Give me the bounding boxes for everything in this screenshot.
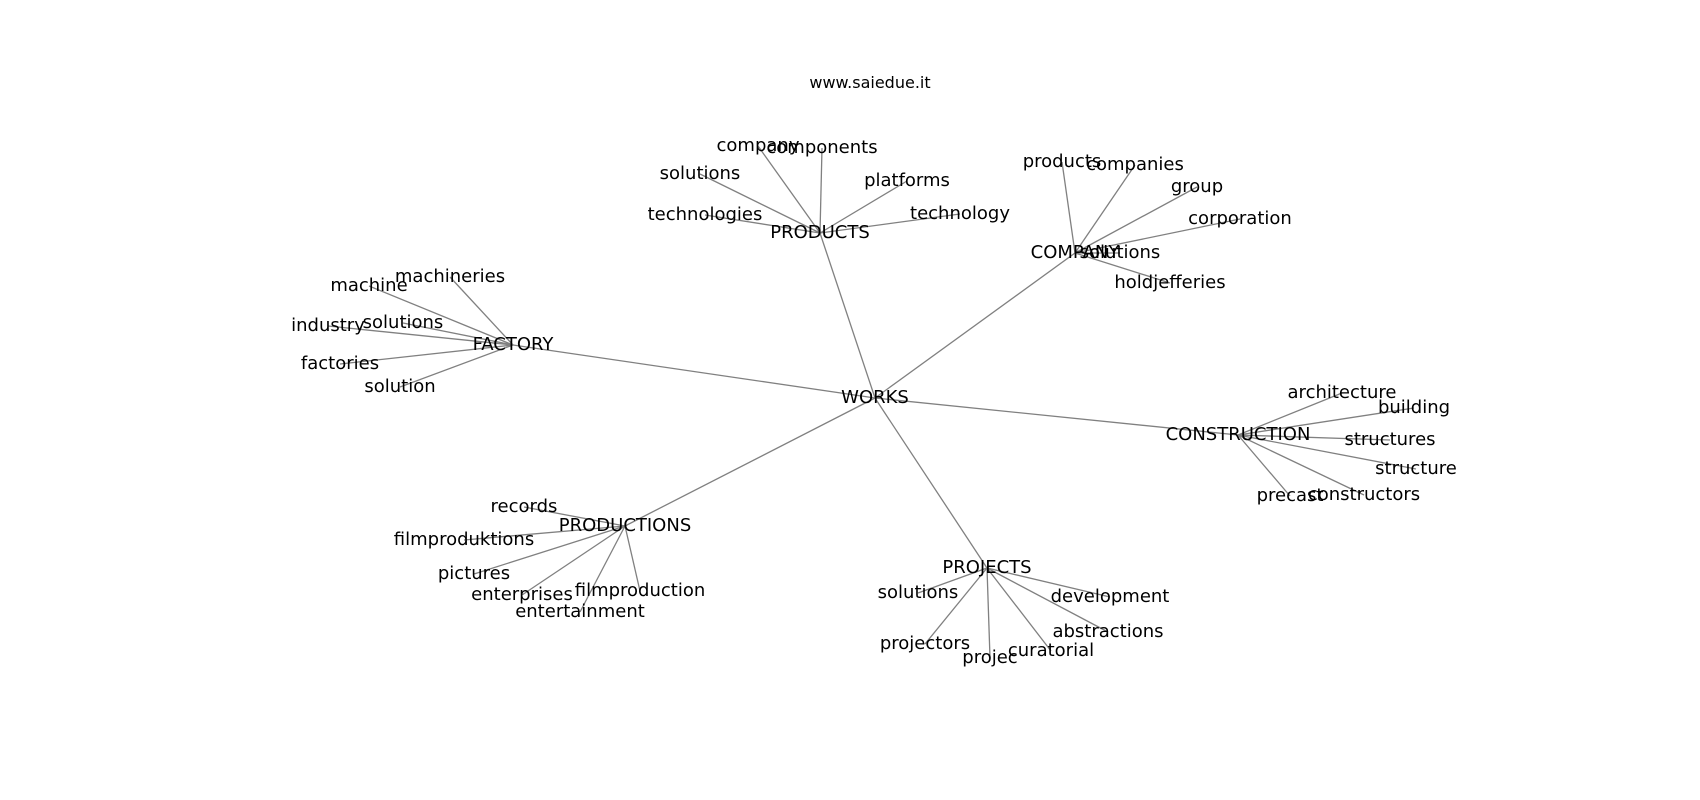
node-leaf-construction-precast: precast bbox=[1257, 485, 1324, 506]
node-hub-products: PRODUCTS bbox=[770, 222, 870, 243]
edge-construction-constructors bbox=[1237, 434, 1365, 496]
node-hub-productions: PRODUCTIONS bbox=[559, 515, 692, 536]
edge-company-products bbox=[1061, 161, 1076, 254]
edge-productions-filmproduction bbox=[624, 525, 641, 592]
edge-projects-projec bbox=[986, 567, 991, 659]
edge-projects-solutions bbox=[917, 567, 988, 594]
diagram-title: www.saiedue.it bbox=[809, 73, 930, 92]
node-leaf-company-companies: companies bbox=[1086, 154, 1184, 175]
edge-works-factory bbox=[512, 344, 876, 399]
node-hub-projects: PROJECTS bbox=[942, 557, 1031, 578]
node-leaf-construction-structures: structures bbox=[1344, 429, 1435, 450]
node-leaf-productions-entertainment: entertainment bbox=[515, 601, 645, 622]
edge-factory-solution bbox=[399, 344, 514, 388]
node-leaf-projects-projectors: projectors bbox=[880, 633, 970, 654]
edge-products-technology bbox=[819, 213, 961, 234]
node-leaf-construction-structure: structure bbox=[1375, 458, 1457, 479]
edge-projects-development bbox=[986, 567, 1111, 598]
edge-company-corporation bbox=[1074, 218, 1241, 254]
node-leaf-products-components: components bbox=[766, 137, 877, 158]
edge-projects-projectors bbox=[924, 567, 988, 645]
edge-productions-entertainment bbox=[579, 525, 626, 613]
node-leaf-productions-filmproduction: filmproduction bbox=[575, 580, 706, 601]
edge-company-holdjefferies bbox=[1074, 252, 1171, 284]
edge-products-platforms bbox=[819, 180, 908, 234]
edge-projects-curatorial bbox=[986, 567, 1052, 652]
node-leaf-products-platforms: platforms bbox=[864, 170, 950, 191]
node-leaf-projects-development: development bbox=[1051, 586, 1170, 607]
edge-projects-abstractions bbox=[986, 567, 1109, 633]
node-leaf-factory-machineries: machineries bbox=[395, 266, 505, 287]
node-leaf-construction-constructors: constructors bbox=[1308, 484, 1420, 505]
node-leaf-factory-factories: factories bbox=[301, 353, 379, 374]
edge-works-productions bbox=[624, 397, 876, 527]
node-leaf-company-holdjefferies: holdjefferies bbox=[1114, 272, 1225, 293]
edges-layer bbox=[327, 145, 1417, 659]
node-root-works: WORKS bbox=[841, 387, 909, 408]
edge-construction-precast bbox=[1237, 434, 1291, 497]
node-leaf-productions-enterprises: enterprises bbox=[471, 584, 573, 605]
node-hub-company: COMPANY bbox=[1031, 242, 1121, 263]
edge-works-company bbox=[874, 252, 1076, 399]
edge-products-components bbox=[819, 147, 823, 234]
edge-factory-machineries bbox=[449, 276, 514, 346]
node-leaf-factory-industry: industry bbox=[291, 315, 365, 336]
node-leaf-projects-abstractions: abstractions bbox=[1052, 621, 1163, 642]
edge-productions-pictures bbox=[473, 525, 626, 575]
edge-factory-machine bbox=[368, 285, 514, 346]
node-leaf-projects-curatorial: curatorial bbox=[1008, 640, 1094, 661]
edge-works-projects bbox=[874, 397, 988, 569]
node-leaf-company-corporation: corporation bbox=[1188, 208, 1292, 229]
edge-works-products bbox=[819, 232, 876, 399]
edge-factory-factories bbox=[339, 344, 514, 365]
node-leaf-construction-architecture: architecture bbox=[1288, 382, 1397, 403]
node-hub-factory: FACTORY bbox=[473, 334, 555, 355]
edge-company-group bbox=[1074, 186, 1198, 254]
node-leaf-factory-machine: machine bbox=[330, 275, 407, 296]
edge-construction-architecture bbox=[1237, 392, 1343, 436]
edge-construction-structures bbox=[1237, 434, 1391, 441]
edge-products-technologies bbox=[704, 214, 821, 234]
node-leaf-products-solutions: solutions bbox=[660, 163, 741, 184]
node-leaf-productions-records: records bbox=[491, 496, 558, 517]
node-leaf-company-products: products bbox=[1023, 151, 1102, 172]
edge-productions-filmproduktions bbox=[463, 525, 626, 541]
node-leaf-factory-solution: solution bbox=[364, 376, 435, 397]
node-leaf-factory-solutions: solutions bbox=[363, 312, 444, 333]
node-leaf-projects-projec: projec bbox=[962, 647, 1017, 668]
edge-construction-building bbox=[1237, 407, 1415, 436]
edge-company-companies bbox=[1074, 164, 1136, 254]
node-leaf-projects-solutions: solutions bbox=[878, 582, 959, 603]
edge-factory-solutions bbox=[402, 322, 514, 346]
edge-factory-industry bbox=[327, 325, 514, 346]
edge-productions-enterprises bbox=[521, 525, 626, 596]
node-leaf-products-technology: technology bbox=[910, 203, 1010, 224]
node-leaf-products-technologies: technologies bbox=[648, 204, 763, 225]
edge-works-construction bbox=[874, 397, 1239, 436]
edge-products-company bbox=[757, 145, 821, 234]
edge-products-solutions bbox=[699, 173, 821, 234]
node-leaf-company-group: group bbox=[1171, 176, 1223, 197]
node-hub-construction: CONSTRUCTION bbox=[1166, 424, 1311, 445]
edge-productions-records bbox=[523, 506, 626, 527]
node-leaf-productions-pictures: pictures bbox=[438, 563, 510, 584]
node-leaf-products-company: company bbox=[717, 135, 800, 156]
node-leaf-productions-filmproduktions: filmproduktions bbox=[394, 529, 534, 550]
edge-construction-structure bbox=[1237, 434, 1417, 470]
node-leaf-company-solutions: solutions bbox=[1080, 242, 1161, 263]
node-leaf-construction-building: building bbox=[1378, 397, 1450, 418]
